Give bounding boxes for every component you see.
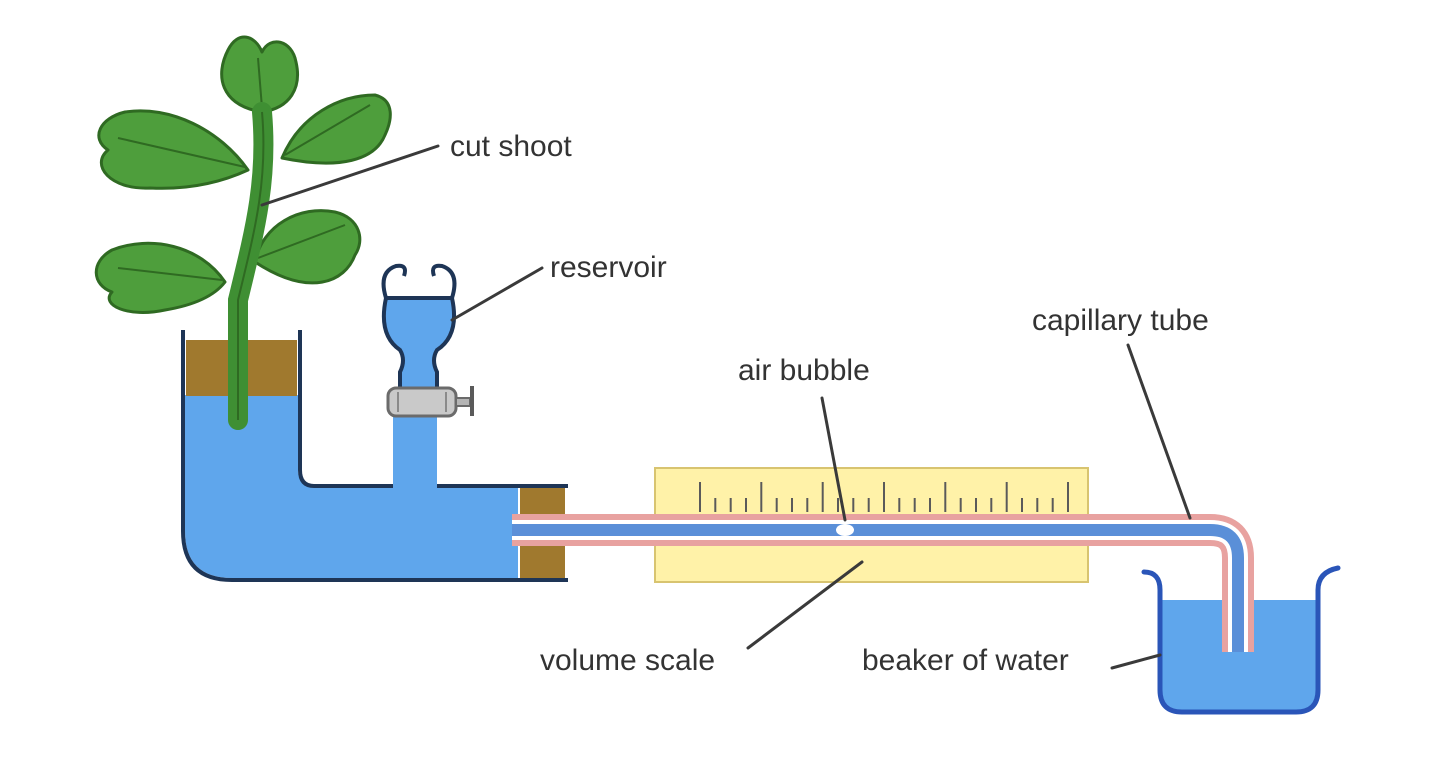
leaf-upper-left [97, 109, 250, 190]
cut-shoot [94, 35, 392, 430]
leader-cut-shoot [260, 144, 440, 207]
reservoir-rim-right [431, 263, 457, 299]
beaker [1141, 565, 1341, 715]
scale-ticks [699, 482, 1069, 512]
leader-capillary-tube [1126, 343, 1192, 520]
capillary-tube [512, 514, 1254, 652]
beaker-water [1160, 600, 1318, 710]
tube-cork-bottom [520, 546, 565, 578]
leaf-lower-left [94, 241, 227, 314]
leader-beaker [1110, 653, 1162, 670]
reservoir [381, 263, 474, 418]
capillary-tube-water [512, 524, 1244, 652]
label-beaker-of-water: beaker of water [862, 644, 1069, 677]
beaker-outline [1141, 565, 1341, 715]
label-air-bubble: air bubble [738, 354, 870, 387]
tube-cork-top [520, 484, 565, 514]
leaf-upper-right [280, 93, 392, 165]
air-bubble-icon [836, 524, 854, 536]
label-reservoir: reservoir [550, 251, 667, 284]
leader-lines [260, 144, 1192, 670]
leader-air-bubble [820, 396, 847, 522]
reservoir-rim-left [381, 263, 407, 299]
leader-volume-scale [746, 560, 864, 650]
potometer-vessel [181, 330, 568, 582]
leaf-lower-right [253, 209, 362, 285]
label-capillary-tube: capillary tube [1032, 304, 1209, 337]
leader-reservoir [450, 266, 544, 322]
vessel-outline-inner [298, 330, 393, 488]
vessel-outline [181, 330, 568, 582]
tap-icon [386, 386, 474, 418]
label-cut-shoot: cut shoot [450, 130, 572, 163]
label-volume-scale: volume scale [540, 644, 715, 677]
